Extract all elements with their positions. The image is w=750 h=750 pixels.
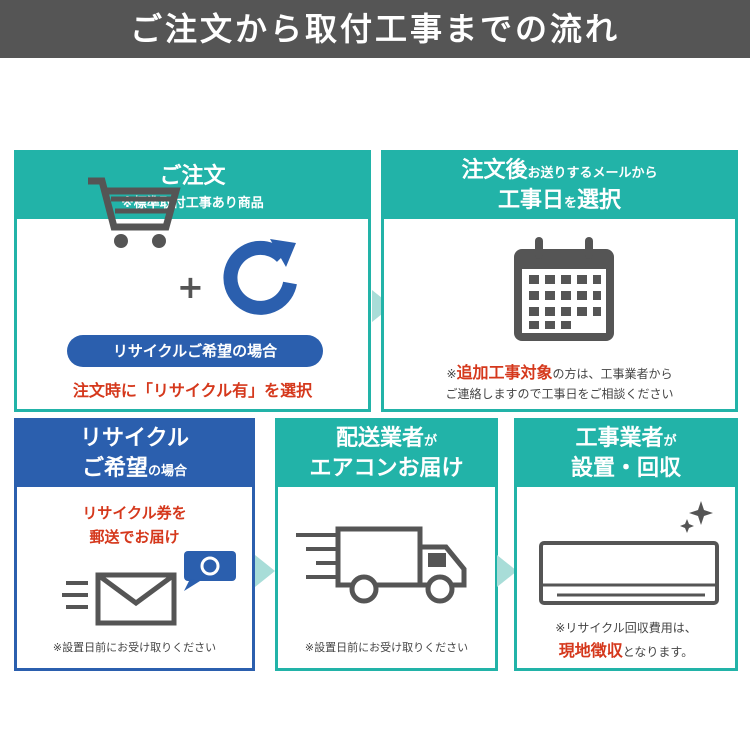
delivery-title-particle: が — [424, 434, 438, 449]
install-title2: 設置・回収 — [570, 456, 681, 481]
date-title-small: お送りするメールから — [527, 166, 658, 181]
recycle-red1: リサイクル券を — [82, 504, 187, 522]
arrow-right-icon — [497, 555, 517, 587]
calendar-icon — [514, 237, 614, 341]
recycle-badge: リサイクルご希望の場合 — [67, 335, 323, 367]
install-title-particle: が — [663, 434, 677, 449]
recycle-note: ※設置日前にお受け取りください — [52, 641, 217, 654]
note-red: 追加工事対象 — [456, 363, 553, 382]
step-delivery: 配送業者が エアコンお届け ※設置日前にお受け取りください — [275, 418, 498, 671]
page-title: ご注文から取付工事までの流れ — [0, 0, 750, 58]
step-install: 工事業者が 設置・回収 ※リサイクル回収費用は、 現地徴収となります。 — [514, 418, 738, 671]
step-select-date: 注文後お送りするメールから 工事日を選択 ※追加工事対象の方は、工事業者から ご… — [381, 150, 738, 412]
air-conditioner-icon — [539, 501, 719, 605]
recycle-title2: ご希望 — [81, 456, 148, 481]
install-note1: ※リサイクル回収費用は、 — [555, 621, 697, 635]
truck-icon — [296, 526, 467, 604]
step-recycle: リサイクル ご希望の場合 リサイクル券を 郵送でお届け ※設置日前にお受け取りく… — [14, 418, 255, 671]
order-title: ご注文 — [159, 163, 226, 189]
delivery-note: ※設置日前にお受け取りください — [304, 641, 469, 654]
date-title2-end: 選択 — [577, 188, 622, 213]
date-title2-particle: を — [563, 196, 577, 211]
recycle-title: リサイクル — [80, 426, 189, 451]
delivery-title2: エアコンお届け — [309, 456, 464, 481]
note-mark: ※ — [446, 367, 457, 381]
date-title2: 工事日 — [497, 188, 564, 213]
install-note-red: 現地徴収 — [558, 641, 623, 660]
delivery-title: 配送業者 — [335, 426, 424, 451]
order-note: 注文時に「リサイクル有」を選択 — [72, 381, 313, 400]
install-title: 工事業者 — [575, 426, 664, 451]
date-note-line2: ご連絡しますので工事日をご相談ください — [445, 387, 674, 401]
recycle-icon — [223, 239, 297, 315]
plus-sign: + — [177, 268, 204, 306]
mail-icon — [62, 551, 236, 626]
note-rest: の方は、工事業者から — [552, 367, 673, 381]
arrow-right-icon — [255, 555, 275, 587]
recycle-title2-rest: の場合 — [148, 464, 188, 479]
date-note: ※追加工事対象の方は、工事業者から — [384, 359, 735, 383]
cart-icon — [88, 177, 181, 248]
date-title: 注文後 — [461, 158, 528, 183]
step-order: ご注文 ※標準取付工事あり商品 + リサイクルご希望の場合 注文時に「リサイクル… — [14, 150, 371, 412]
recycle-red2: 郵送でお届け — [89, 528, 180, 546]
install-note-rest: となります。 — [622, 645, 694, 659]
